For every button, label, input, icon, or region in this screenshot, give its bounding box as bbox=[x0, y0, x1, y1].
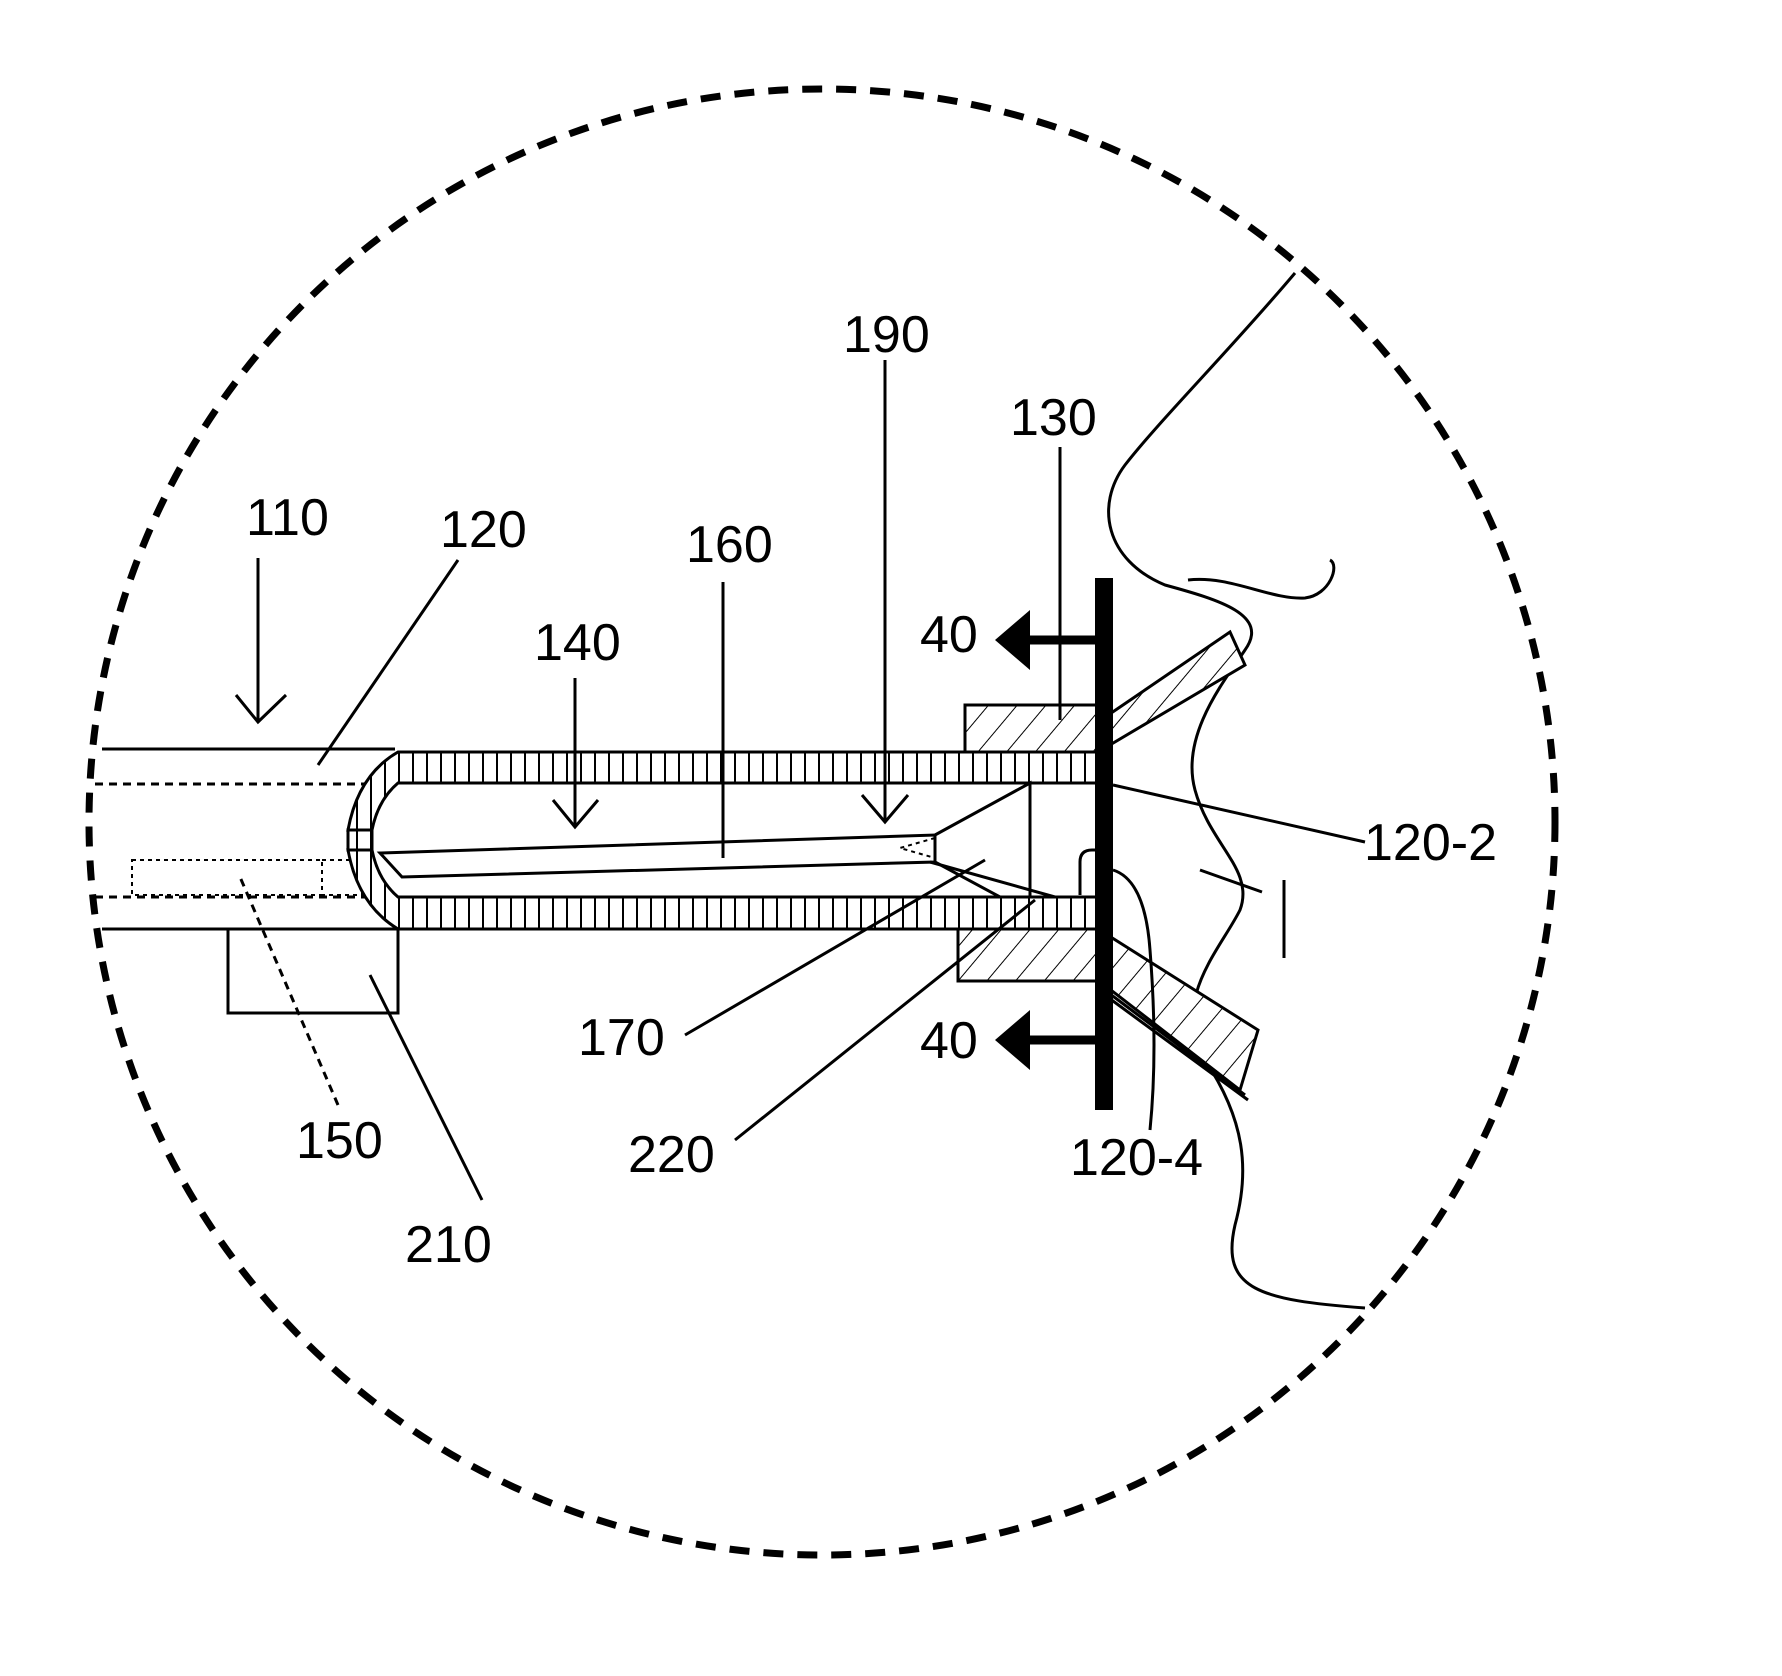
label-40-bottom: 40 bbox=[920, 1012, 978, 1070]
collar-130-top bbox=[965, 705, 1098, 752]
label-190: 190 bbox=[843, 306, 930, 364]
label-220: 220 bbox=[628, 1126, 715, 1184]
vertical-plate bbox=[1095, 578, 1113, 1110]
label-40-top: 40 bbox=[920, 606, 978, 664]
element-170-dotted-tip bbox=[900, 838, 935, 858]
label-130: 130 bbox=[1010, 389, 1097, 447]
nasal-insert-upper bbox=[1098, 632, 1245, 752]
label-150: 150 bbox=[296, 1112, 383, 1170]
label-160: 160 bbox=[686, 516, 773, 574]
label-120-2: 120-2 bbox=[1364, 814, 1497, 872]
tube-wall-tip bbox=[348, 830, 372, 850]
label-170: 170 bbox=[578, 1009, 665, 1067]
label-210: 210 bbox=[405, 1216, 492, 1274]
nostril-curve bbox=[1188, 560, 1334, 598]
label-120-4: 120-4 bbox=[1070, 1129, 1203, 1187]
label-120: 120 bbox=[440, 501, 527, 559]
internal-component-150 bbox=[132, 860, 322, 895]
collar-130-bottom bbox=[958, 929, 1098, 981]
box-210 bbox=[228, 929, 398, 1013]
label-110: 110 bbox=[246, 489, 329, 547]
label-140: 140 bbox=[534, 614, 621, 672]
detail-boundary-circle bbox=[89, 89, 1555, 1555]
leader-150 bbox=[240, 877, 338, 1105]
element-160 bbox=[380, 835, 935, 877]
nasal-insert-lower bbox=[1098, 929, 1258, 1090]
arrow-40-top bbox=[995, 610, 1095, 670]
arrow-40-bottom bbox=[995, 1010, 1095, 1070]
